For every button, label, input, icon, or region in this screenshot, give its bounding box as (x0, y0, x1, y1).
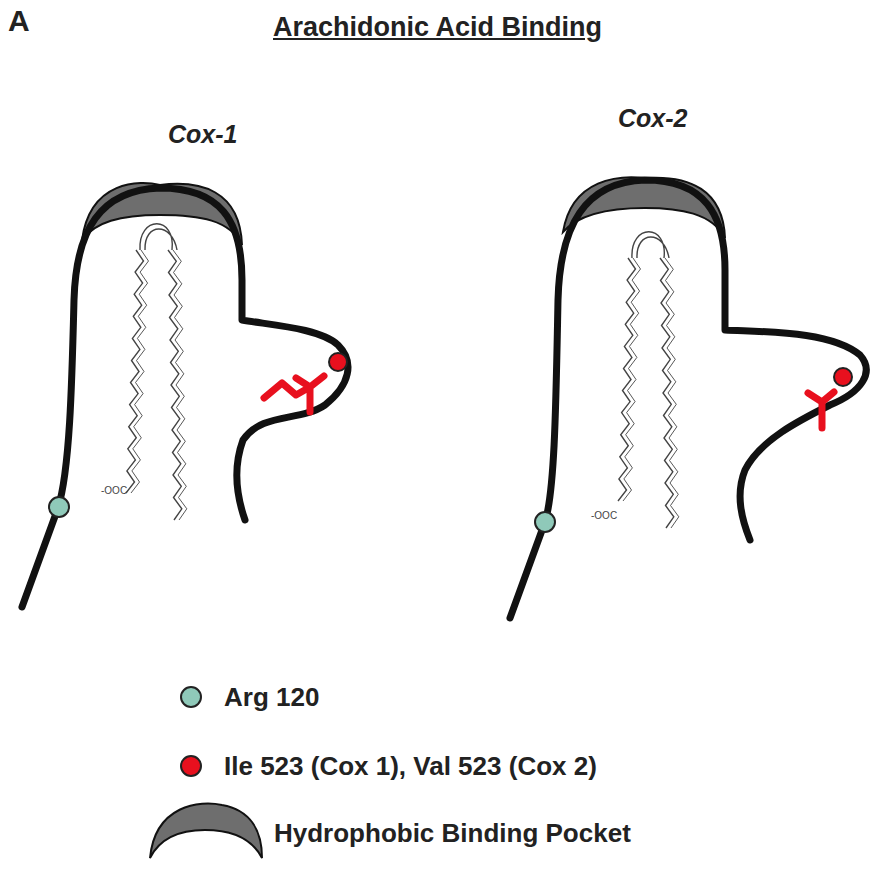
enzyme-label: Cox-2 (618, 104, 687, 133)
legend-text: Ile 523 (Cox 1), Val 523 (Cox 2) (224, 751, 597, 782)
fatty-chain-loop (140, 224, 177, 250)
legend-crescent (150, 803, 262, 858)
diagram-title: Arachidonic Acid Binding (273, 12, 602, 43)
arg120-dot (49, 497, 69, 517)
legend-text: Arg 120 (224, 682, 319, 713)
panel-letter: A (8, 4, 30, 38)
fatty-chain (660, 258, 674, 528)
fatty-chain (665, 258, 679, 528)
legend-swatch (180, 686, 202, 708)
valine-sidechain (808, 392, 834, 428)
fatty-chain (173, 250, 187, 520)
fatty-chain (168, 250, 182, 520)
legend-row: Ile 523 (Cox 1), Val 523 (Cox 2) (180, 745, 597, 787)
residue-523-dot (329, 353, 347, 371)
residue-523-dot (834, 368, 852, 386)
legend-row: Arg 120 (180, 676, 319, 718)
legend-text: Hydrophobic Binding Pocket (274, 818, 631, 849)
carboxylate-label: -OOC (591, 510, 617, 521)
legend-spacer (150, 828, 274, 838)
arachidonic-acid (126, 224, 679, 528)
cox2-channel (510, 180, 866, 618)
hydrophobic-pocket (82, 183, 242, 245)
carboxylate-label: -OOC (101, 485, 127, 496)
fatty-chain (618, 258, 636, 501)
cox1-channel (22, 188, 348, 607)
arg120-dot (535, 512, 555, 532)
isoleucine-sidechain (264, 376, 324, 412)
legend-swatch (180, 755, 202, 777)
fatty-chain-loop (632, 232, 669, 258)
enzyme-label: Cox-1 (168, 120, 237, 149)
fatty-chain (131, 250, 149, 493)
fatty-chain (623, 258, 641, 501)
legend-row: Hydrophobic Binding Pocket (150, 812, 631, 854)
fatty-chain (126, 250, 144, 493)
